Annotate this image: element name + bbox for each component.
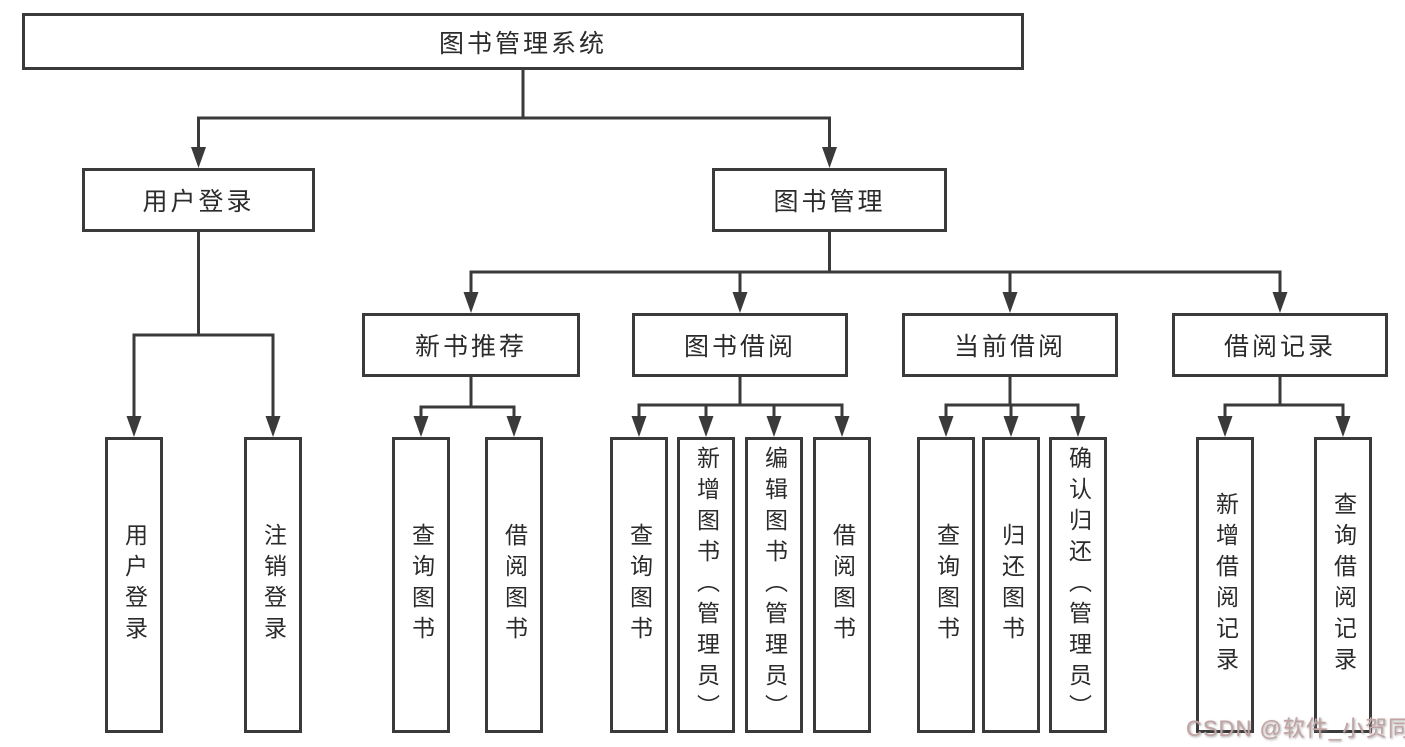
node-book-management: 图书管理 [712,168,947,232]
node-leaf-borrow-books-1-label: 借阅图书 [501,523,528,647]
node-leaf-edit-books-admin-label: 编辑图书（管理员） [761,445,788,725]
node-leaf-query-books-2-label: 查询图书 [626,523,653,647]
node-leaf-logout-label: 注销登录 [260,523,287,647]
node-leaf-add-books-admin-label: 新增图书（管理员） [693,445,720,725]
node-library-system-label: 图书管理系统 [438,29,607,58]
csdn-watermark: CSDN @软件_小贺同学 [1186,716,1405,741]
node-library-system: 图书管理系统 [22,13,1024,70]
node-leaf-add-borrow-record-label: 新增借阅记录 [1212,492,1239,678]
node-leaf-query-borrow-record-label: 查询借阅记录 [1330,492,1357,678]
node-leaf-add-books-admin: 新增图书（管理员） [677,437,735,733]
node-book-borrow: 图书借阅 [632,313,848,377]
node-leaf-confirm-return-admin: 确认归还（管理员） [1049,437,1107,733]
node-user-login-label: 用户登录 [142,188,255,216]
node-leaf-query-books-3-label: 查询图书 [933,523,960,647]
node-leaf-edit-books-admin: 编辑图书（管理员） [745,437,803,733]
node-leaf-query-books-3: 查询图书 [917,437,975,733]
node-borrow-records-label: 借阅记录 [1223,333,1336,361]
node-borrow-records: 借阅记录 [1172,313,1388,377]
node-leaf-return-books-label: 归还图书 [998,523,1025,647]
node-leaf-query-books-1-label: 查询图书 [408,523,435,647]
node-leaf-confirm-return-admin-label: 确认归还（管理员） [1065,445,1092,725]
node-leaf-user-login: 用户登录 [105,437,163,733]
node-new-book-recommend: 新书推荐 [362,313,580,377]
node-book-borrow-label: 图书借阅 [683,333,796,361]
arrowhead-icons [126,147,1351,437]
node-book-management-label: 图书管理 [773,188,886,216]
node-current-borrow: 当前借阅 [902,313,1118,377]
node-leaf-borrow-books-2: 借阅图书 [813,437,871,733]
node-leaf-add-borrow-record: 新增借阅记录 [1196,437,1254,733]
node-leaf-user-login-label: 用户登录 [121,523,148,647]
node-leaf-query-books-2: 查询图书 [610,437,668,733]
node-leaf-query-books-1: 查询图书 [392,437,450,733]
node-leaf-return-books: 归还图书 [982,437,1040,733]
node-leaf-borrow-books-1: 借阅图书 [485,437,543,733]
node-leaf-borrow-books-2-label: 借阅图书 [829,523,856,647]
node-leaf-logout: 注销登录 [244,437,302,733]
node-user-login: 用户登录 [82,168,315,232]
node-leaf-query-borrow-record: 查询借阅记录 [1314,437,1372,733]
node-new-book-recommend-label: 新书推荐 [414,333,527,361]
node-current-borrow-label: 当前借阅 [953,333,1066,361]
